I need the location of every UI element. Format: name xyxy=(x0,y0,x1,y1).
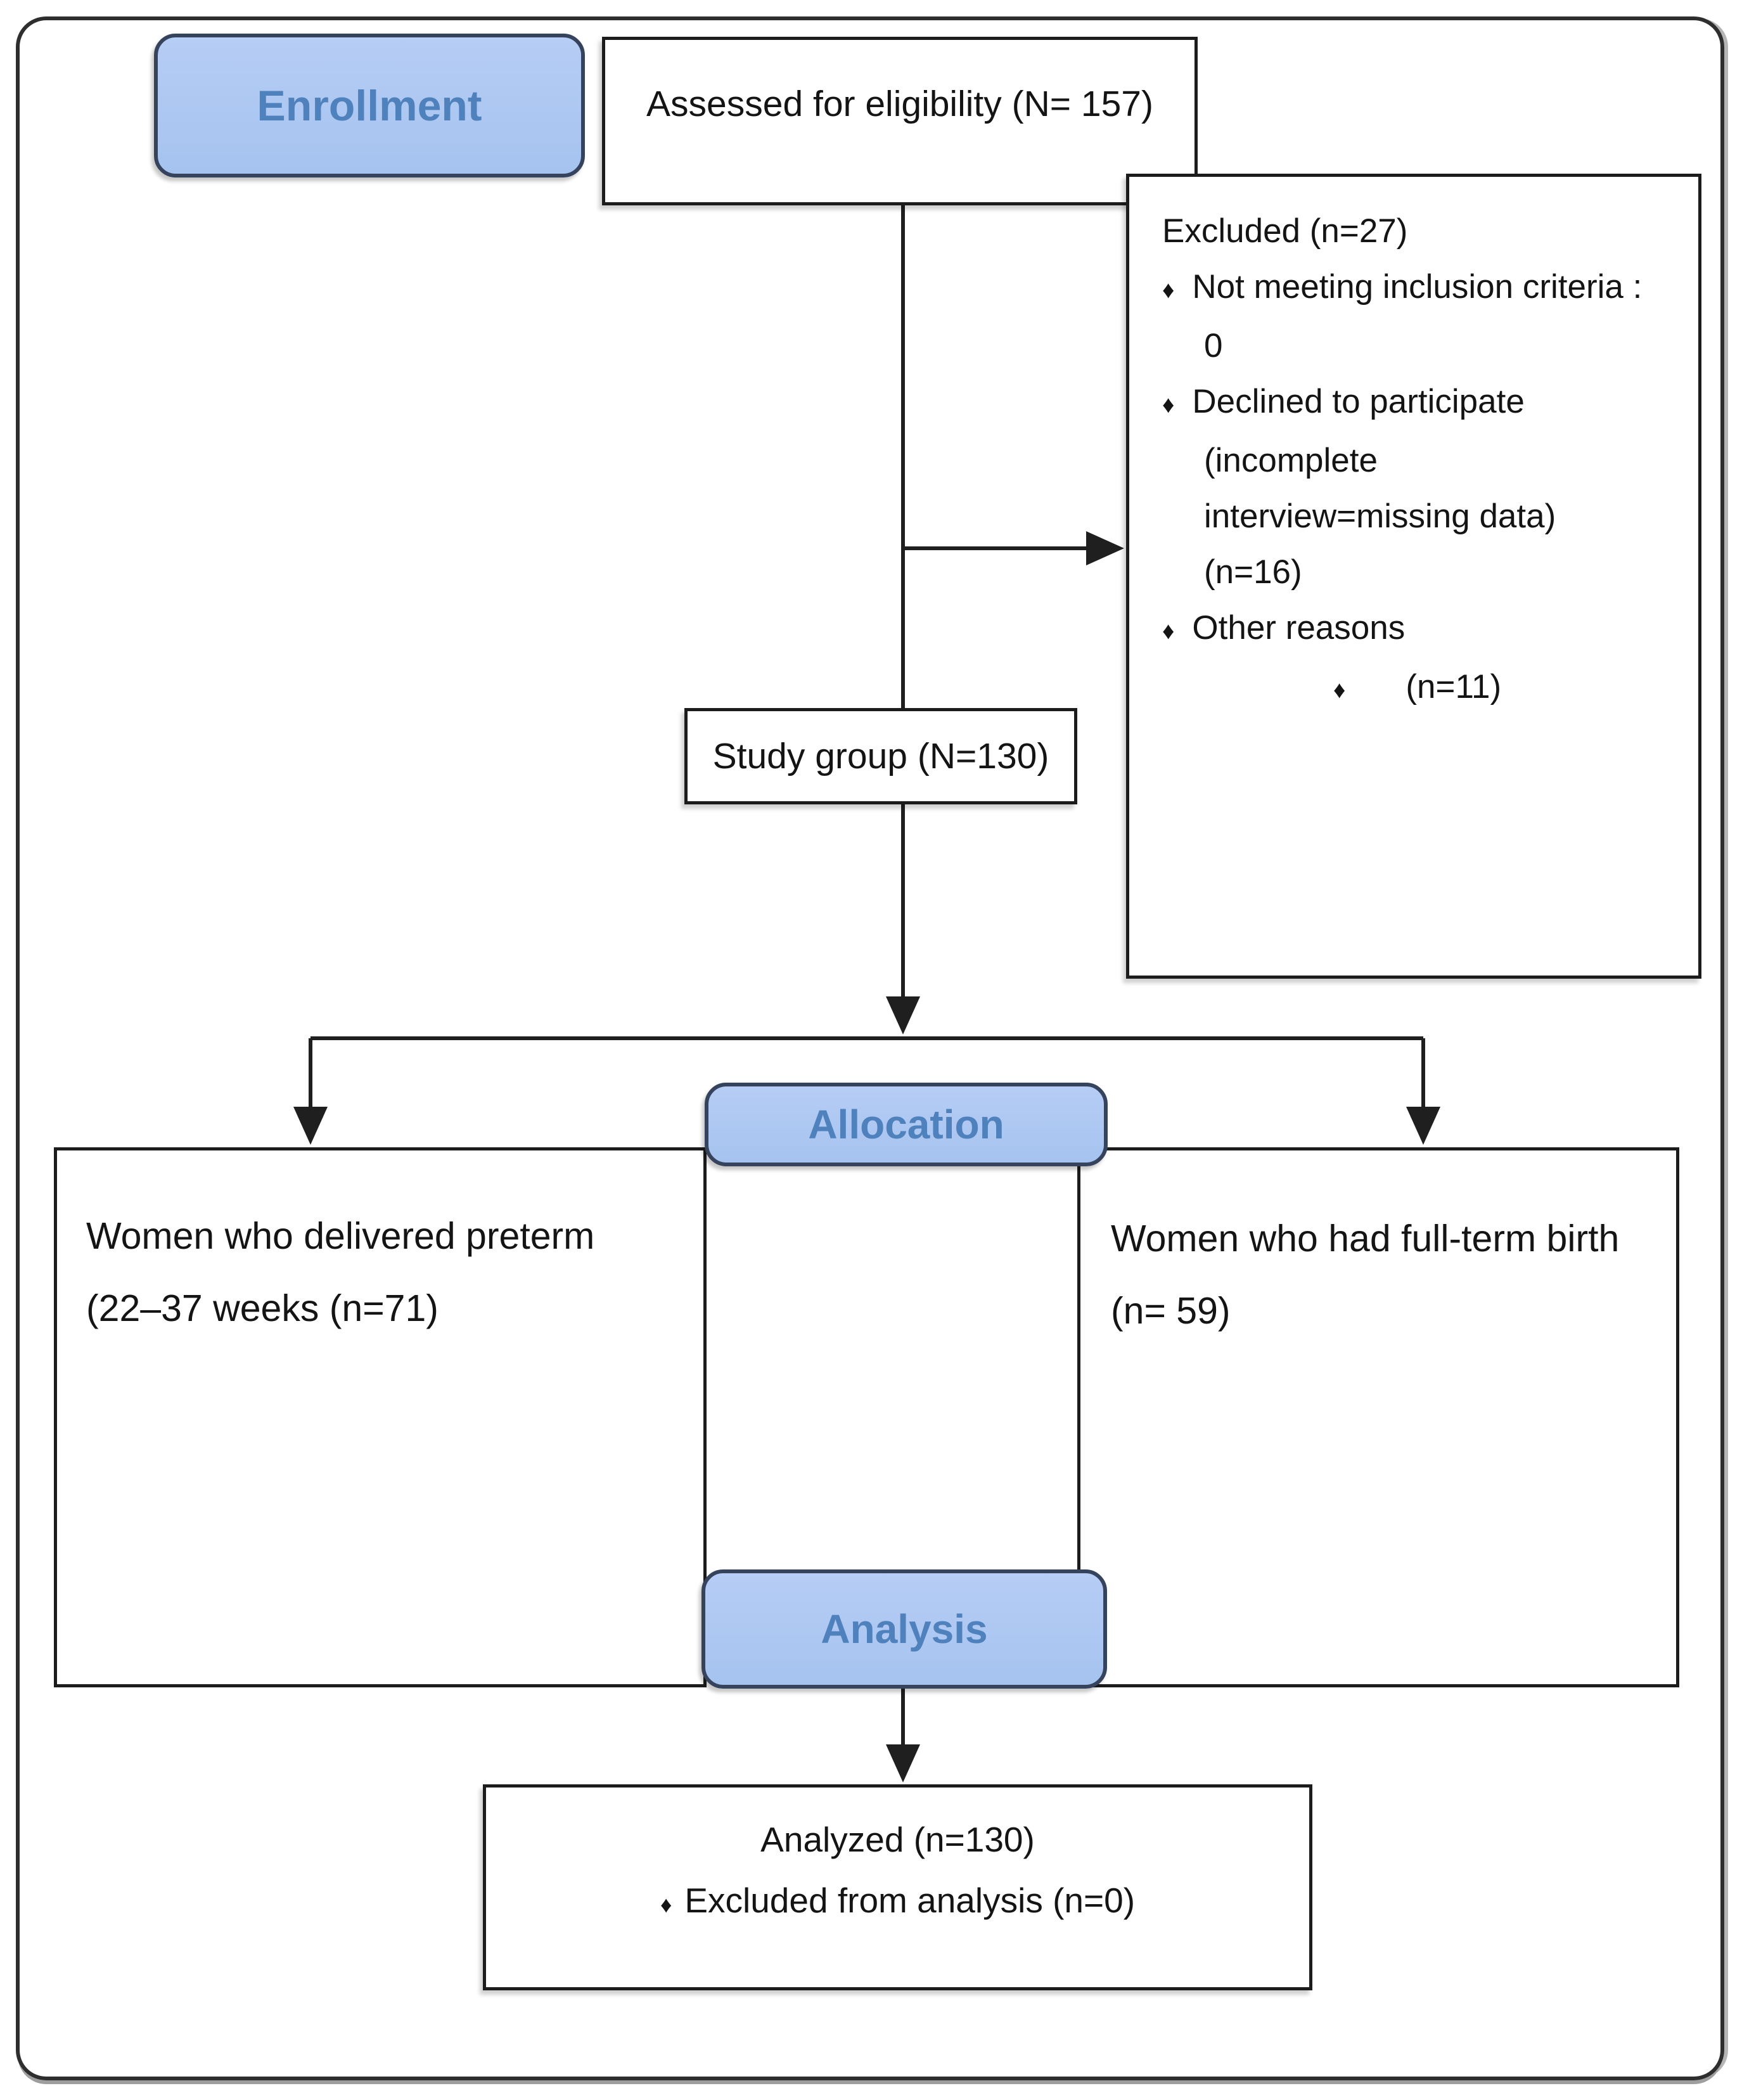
assessed-box: Assessed for eligibility (N= 157) xyxy=(602,37,1198,205)
diagram-outer-frame xyxy=(16,16,1724,2080)
allocation-stage-label: Allocation xyxy=(808,1102,1004,1147)
excluded-item-2-text: Declined to participate xyxy=(1192,383,1525,420)
preterm-group-box: Women who delivered preterm (22–37 weeks… xyxy=(54,1147,707,1687)
analyzed-box: Analyzed (n=130) ♦ Excluded from analysi… xyxy=(483,1784,1312,1990)
excluded-item-1: ♦ Not meeting inclusion criteria : xyxy=(1162,259,1679,318)
arrowhead-down-preterm-icon xyxy=(293,1107,328,1145)
diamond-bullet-icon: ♦ xyxy=(660,1891,672,1917)
analyzed-line-1: Analyzed (n=130) xyxy=(760,1820,1035,1859)
preterm-line-2: (22–37 weeks (n=71) xyxy=(86,1287,439,1329)
analyzed-line-2-text: Excluded from analysis (n=0) xyxy=(684,1881,1136,1920)
arrowhead-down-analyzed-icon xyxy=(886,1744,920,1782)
excluded-item-3: ♦ Other reasons xyxy=(1162,600,1679,659)
diamond-bullet-icon: ♦ xyxy=(1162,392,1175,418)
assessed-label: Assessed for eligibility (N= 157) xyxy=(646,83,1153,124)
study-group-box: Study group (N=130) xyxy=(684,708,1077,804)
study-group-label: Study group (N=130) xyxy=(712,736,1049,776)
excluded-item-3-sub: ♦ (n=11) xyxy=(1333,659,1679,718)
preterm-line-1: Women who delivered preterm xyxy=(86,1215,595,1257)
diamond-bullet-icon: ♦ xyxy=(1162,618,1175,645)
excluded-item-2-cont2: interview=missing data) xyxy=(1204,498,1556,535)
excluded-box: Excluded (n=27) ♦ Not meeting inclusion … xyxy=(1126,174,1701,979)
enrollment-stage-label: Enrollment xyxy=(257,81,482,130)
arrowhead-down-fullterm-icon xyxy=(1406,1107,1440,1145)
excluded-item-3-text: Other reasons xyxy=(1192,609,1406,647)
arrowhead-down-branch-icon xyxy=(886,996,920,1034)
analysis-stage-label: Analysis xyxy=(821,1606,988,1652)
diamond-bullet-icon: ♦ xyxy=(1162,277,1175,304)
excluded-item-2-cont3: (n=16) xyxy=(1204,553,1302,591)
excluded-item-1-text: Not meeting inclusion criteria : xyxy=(1192,268,1643,306)
analysis-stage-header: Analysis xyxy=(701,1569,1107,1689)
excluded-item-3-sub-text: (n=11) xyxy=(1406,668,1502,705)
excluded-item-2-cont1: (incomplete xyxy=(1204,442,1378,479)
fullterm-group-box: Women who had full-term birth (n= 59) xyxy=(1077,1147,1679,1687)
excluded-item-2: ♦ Declined to participate xyxy=(1162,374,1679,433)
diamond-bullet-icon: ♦ xyxy=(1333,677,1346,704)
analyzed-line-2: ♦ Excluded from analysis (n=0) xyxy=(486,1870,1309,1935)
arrowhead-right-excluded-icon xyxy=(1086,531,1124,565)
enrollment-stage-header: Enrollment xyxy=(154,34,585,177)
fullterm-line-1: Women who had full-term birth xyxy=(1111,1218,1620,1259)
fullterm-line-2: (n= 59) xyxy=(1111,1290,1231,1332)
allocation-stage-header: Allocation xyxy=(705,1083,1108,1166)
excluded-item-1-cont: 0 xyxy=(1204,327,1223,364)
excluded-title: Excluded (n=27) xyxy=(1162,212,1408,250)
